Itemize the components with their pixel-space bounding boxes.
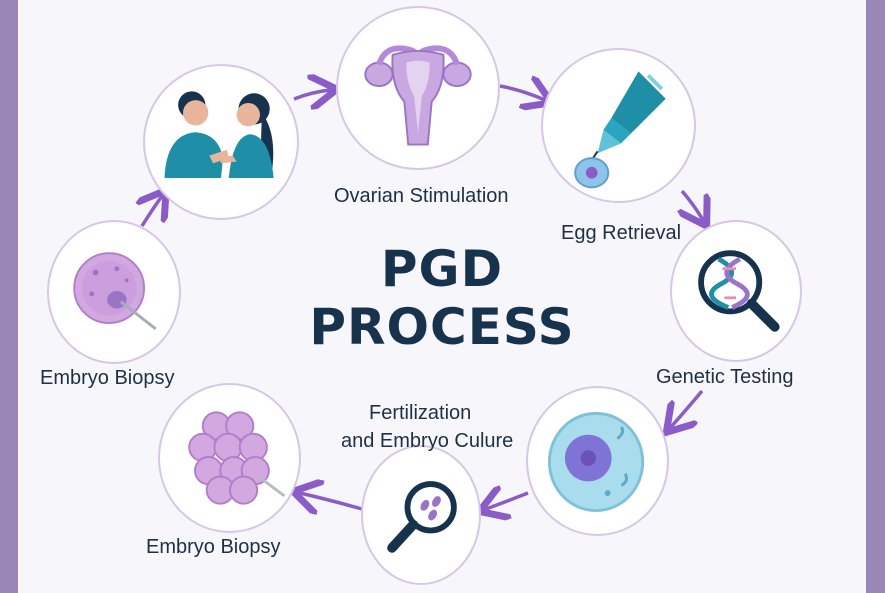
label-fertilization-line2: and Embryo Culure [341, 430, 514, 452]
arrow-biopsy-to-consult [142, 196, 162, 227]
node-ovarian-stimulation [336, 6, 500, 170]
cell-icon [547, 411, 645, 513]
arrow-ovarian-to-egg [499, 86, 545, 100]
node-embryo-culture-cell [526, 386, 669, 536]
egg-retrieval-icon [574, 71, 666, 189]
embryo-biopsy-icon [73, 252, 157, 331]
dna-magnifier-icon [698, 250, 780, 332]
arrow-magnifier-to-blastocyst [300, 493, 363, 509]
arrow-genetic-to-cell [671, 389, 704, 427]
label-ovarian-stimulation: Ovarian Stimulation [334, 185, 509, 207]
node-fertilization [361, 445, 481, 585]
arrow-egg-to-genetic [682, 189, 703, 220]
node-genetic-testing [670, 220, 802, 362]
node-embryo-biopsy [47, 220, 181, 364]
arrow-consult-to-ovarian [293, 90, 330, 99]
title-line-1: PGD [380, 240, 504, 298]
label-genetic-testing: Genetic Testing [656, 366, 794, 388]
blastocyst-icon [188, 411, 286, 505]
node-consultation [143, 64, 299, 220]
magnifier-icon [387, 481, 457, 553]
label-embryo-biopsy-left: Embryo Biopsy [40, 367, 175, 389]
title-line-2: PROCESS [309, 298, 575, 356]
arrow-cell-to-magnifier [486, 493, 529, 509]
consultation-icon [164, 91, 274, 179]
label-egg-retrieval: Egg Retrieval [561, 222, 682, 244]
label-embryo-biopsy-bottom: Embryo Biopsy [146, 536, 281, 558]
node-blastocyst [158, 383, 301, 533]
node-egg-retrieval [541, 48, 696, 203]
label-fertilization-line1: Fertilization [369, 402, 472, 424]
uterus-icon [364, 45, 472, 146]
